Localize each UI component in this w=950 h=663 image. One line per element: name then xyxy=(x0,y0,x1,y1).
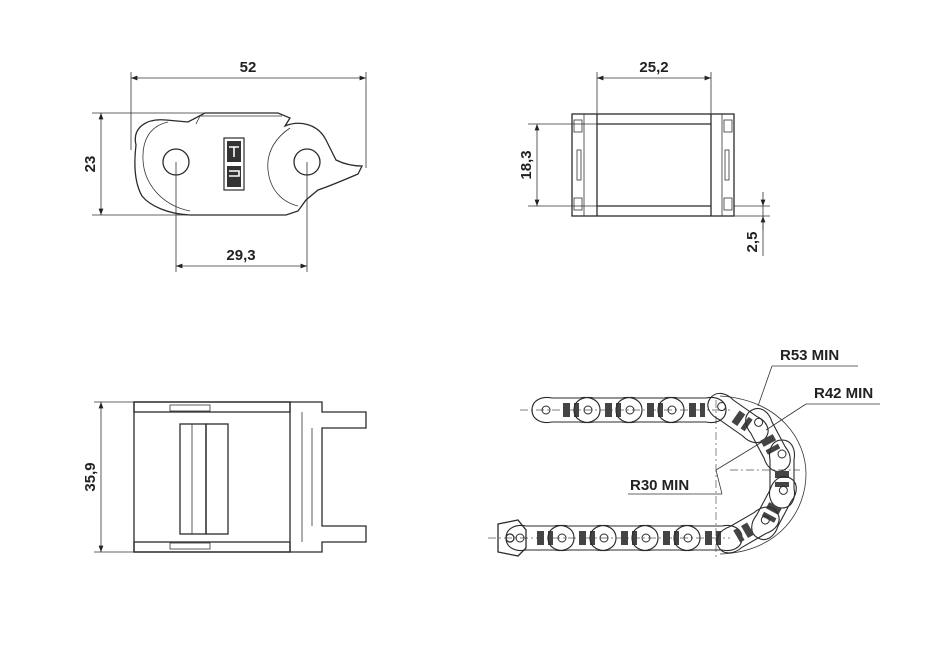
dim-front-thickness: 2,5 xyxy=(744,232,761,253)
chain-view: R53 MIN R42 MIN R30 MIN xyxy=(488,347,880,560)
dim-front-width: 25,2 xyxy=(639,59,668,76)
chain-link xyxy=(589,524,659,552)
chain-link xyxy=(740,403,796,477)
tp-logo xyxy=(223,137,245,191)
chain-link xyxy=(746,471,802,545)
dim-front-height: 18,3 xyxy=(518,150,535,179)
label-r53: R53 MIN xyxy=(780,347,839,364)
chain-link xyxy=(573,396,643,424)
front-outline xyxy=(571,113,735,217)
top-view: 35,9 xyxy=(82,401,367,553)
chain-link xyxy=(615,396,685,424)
chain-link xyxy=(673,524,743,552)
dim-side-height: 23 xyxy=(82,156,99,173)
label-r30: R30 MIN xyxy=(630,477,689,494)
label-r42: R42 MIN xyxy=(814,385,873,402)
dim-side-width: 52 xyxy=(240,59,257,76)
front-view: 25,2 18,3 2,5 xyxy=(518,59,770,256)
chain-link xyxy=(631,524,701,552)
dim-side-pitch: 29,3 xyxy=(226,247,255,264)
side-link-outline xyxy=(134,112,364,216)
dim-top-width: 35,9 xyxy=(82,462,99,491)
side-view: 52 23 29,3 xyxy=(82,59,367,272)
